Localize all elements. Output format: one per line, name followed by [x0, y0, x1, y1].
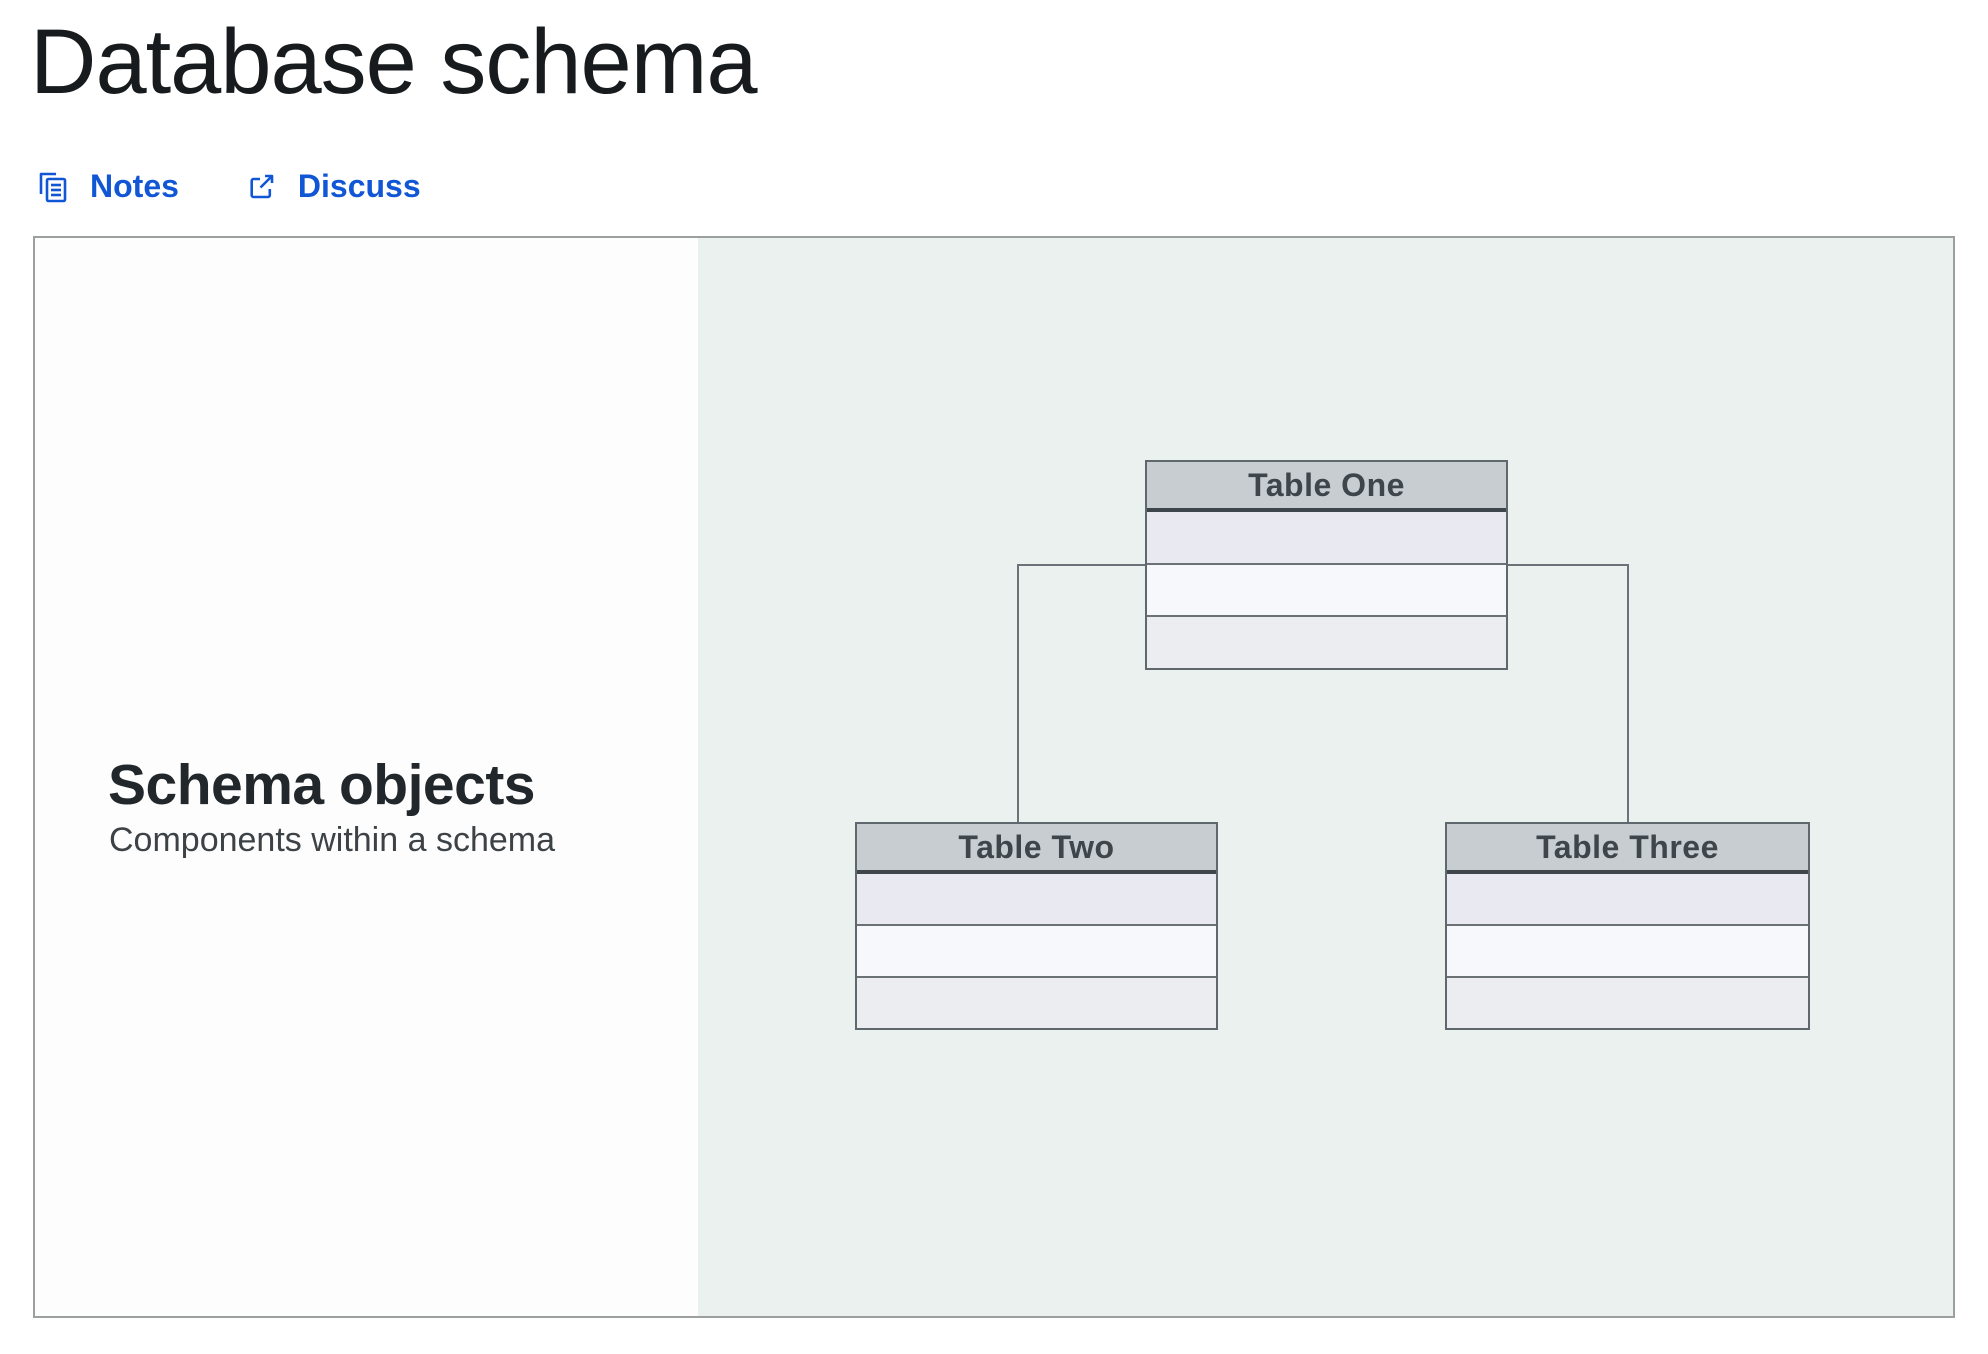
connector-table-one-to-table-three: [1506, 564, 1629, 824]
discuss-link[interactable]: Discuss: [245, 168, 421, 205]
external-link-icon: [245, 171, 277, 203]
discuss-link-label: Discuss: [297, 168, 421, 204]
slide-heading: Schema objects: [108, 753, 536, 817]
diagram-panel: [698, 238, 1953, 1316]
page-title: Database schema: [30, 11, 758, 113]
slide-subheading: Components within a schema: [109, 821, 556, 859]
table-three: Table Three: [1445, 822, 1810, 1030]
table-row: [1447, 874, 1808, 924]
table-row: [1447, 924, 1808, 976]
table-one: Table One: [1145, 460, 1508, 670]
table-two-header: Table Two: [857, 824, 1216, 874]
notes-link-label: Notes: [90, 168, 179, 204]
table-two: Table Two: [855, 822, 1218, 1030]
table-row: [857, 924, 1216, 976]
table-three-header: Table Three: [1447, 824, 1808, 874]
table-row: [1447, 976, 1808, 1028]
notes-link[interactable]: Notes: [38, 168, 179, 205]
slide-frame: Schema objects Components within a schem…: [33, 236, 1955, 1318]
table-one-header: Table One: [1147, 462, 1506, 512]
notes-icon: [38, 170, 69, 204]
table-row: [1147, 562, 1506, 616]
relationship-connectors: [1017, 564, 1629, 824]
toolbar: Notes Discuss: [38, 168, 421, 205]
connector-table-one-to-table-two: [1017, 564, 1147, 824]
table-row: [857, 874, 1216, 924]
table-row: [857, 976, 1216, 1028]
table-row: [1147, 615, 1506, 669]
table-row: [1147, 512, 1506, 563]
